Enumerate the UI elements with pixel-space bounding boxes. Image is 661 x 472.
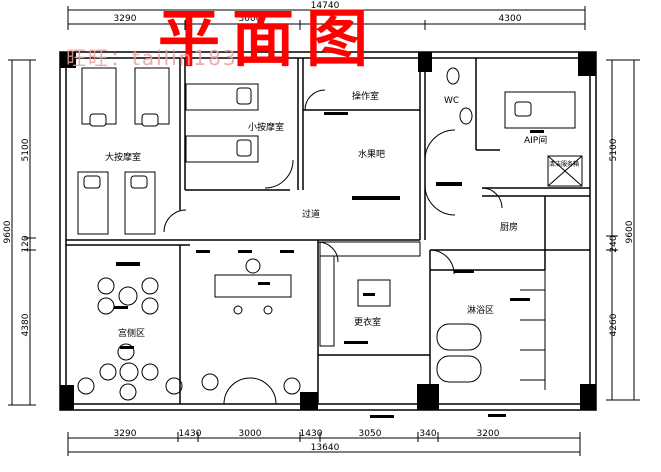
- dim-bottom-seg-3: 3000: [239, 429, 262, 439]
- label-kitchen: 厨房: [500, 221, 518, 233]
- dim-left-total: 9600: [3, 220, 13, 243]
- plants: [77, 258, 301, 395]
- changing-furniture: [319, 241, 421, 347]
- dim-right-upper: 5100: [609, 138, 619, 161]
- dim-top-seg-3: 4300: [499, 14, 522, 24]
- doors: [163, 89, 503, 405]
- pillows: [83, 87, 532, 189]
- dim-left-lower: 4380: [21, 313, 31, 336]
- sanitary-fixtures: [436, 67, 583, 383]
- dim-left-upper: 5100: [21, 138, 31, 161]
- fixtures: [114, 112, 544, 418]
- lounge-furniture: [97, 277, 159, 401]
- wall-columns: [60, 52, 596, 410]
- shower-partitions: [520, 270, 546, 390]
- dim-top-total: 14740: [311, 1, 340, 11]
- label-bathing: 淋浴区: [467, 304, 494, 316]
- interior-walls: [66, 58, 590, 404]
- dim-bottom-seg-6: 340: [419, 429, 436, 439]
- label-lounge: 宫侧区: [118, 327, 145, 339]
- dimension-bottom: [67, 432, 581, 456]
- label-wc: WC: [444, 96, 459, 106]
- watermark: 旺旺：tailin183: [66, 46, 238, 70]
- label-corridor: 过道: [302, 208, 320, 220]
- dim-bottom-seg-5: 3050: [359, 429, 382, 439]
- dim-left-mid: 120: [21, 235, 31, 252]
- dim-right-total: 9600: [625, 220, 635, 243]
- label-cleaning: 清洁服务箱: [549, 160, 579, 168]
- massage-beds: [77, 67, 576, 235]
- label-aip: AIP间: [524, 134, 547, 146]
- reception-desk: [214, 274, 292, 315]
- dimension-right: [606, 59, 640, 401]
- dimension-top: [67, 6, 586, 30]
- label-large-massage: 大按摩室: [105, 151, 141, 163]
- label-changing: 更衣室: [354, 316, 381, 328]
- outer-walls: [59, 51, 597, 411]
- dim-right-lower: 4260: [609, 313, 619, 336]
- plan-title: 平面图: [158, 2, 381, 75]
- dimension-left: [8, 59, 36, 406]
- label-fruit-bar: 水果吧: [358, 148, 385, 160]
- dim-bottom-seg-2: 1430: [179, 429, 202, 439]
- dim-bottom-total: 13640: [311, 443, 340, 453]
- dim-bottom-seg-4: 1430: [300, 429, 323, 439]
- label-small-massage: 小按摩室: [248, 121, 284, 133]
- dim-top-seg-2: 3000: [239, 14, 262, 24]
- dim-right-mid: 240: [609, 235, 619, 252]
- label-operation: 操作室: [352, 90, 379, 102]
- dim-bottom-seg-7: 3200: [477, 429, 500, 439]
- dim-bottom-seg-1: 3290: [114, 429, 137, 439]
- dim-top-seg-1: 3290: [114, 14, 137, 24]
